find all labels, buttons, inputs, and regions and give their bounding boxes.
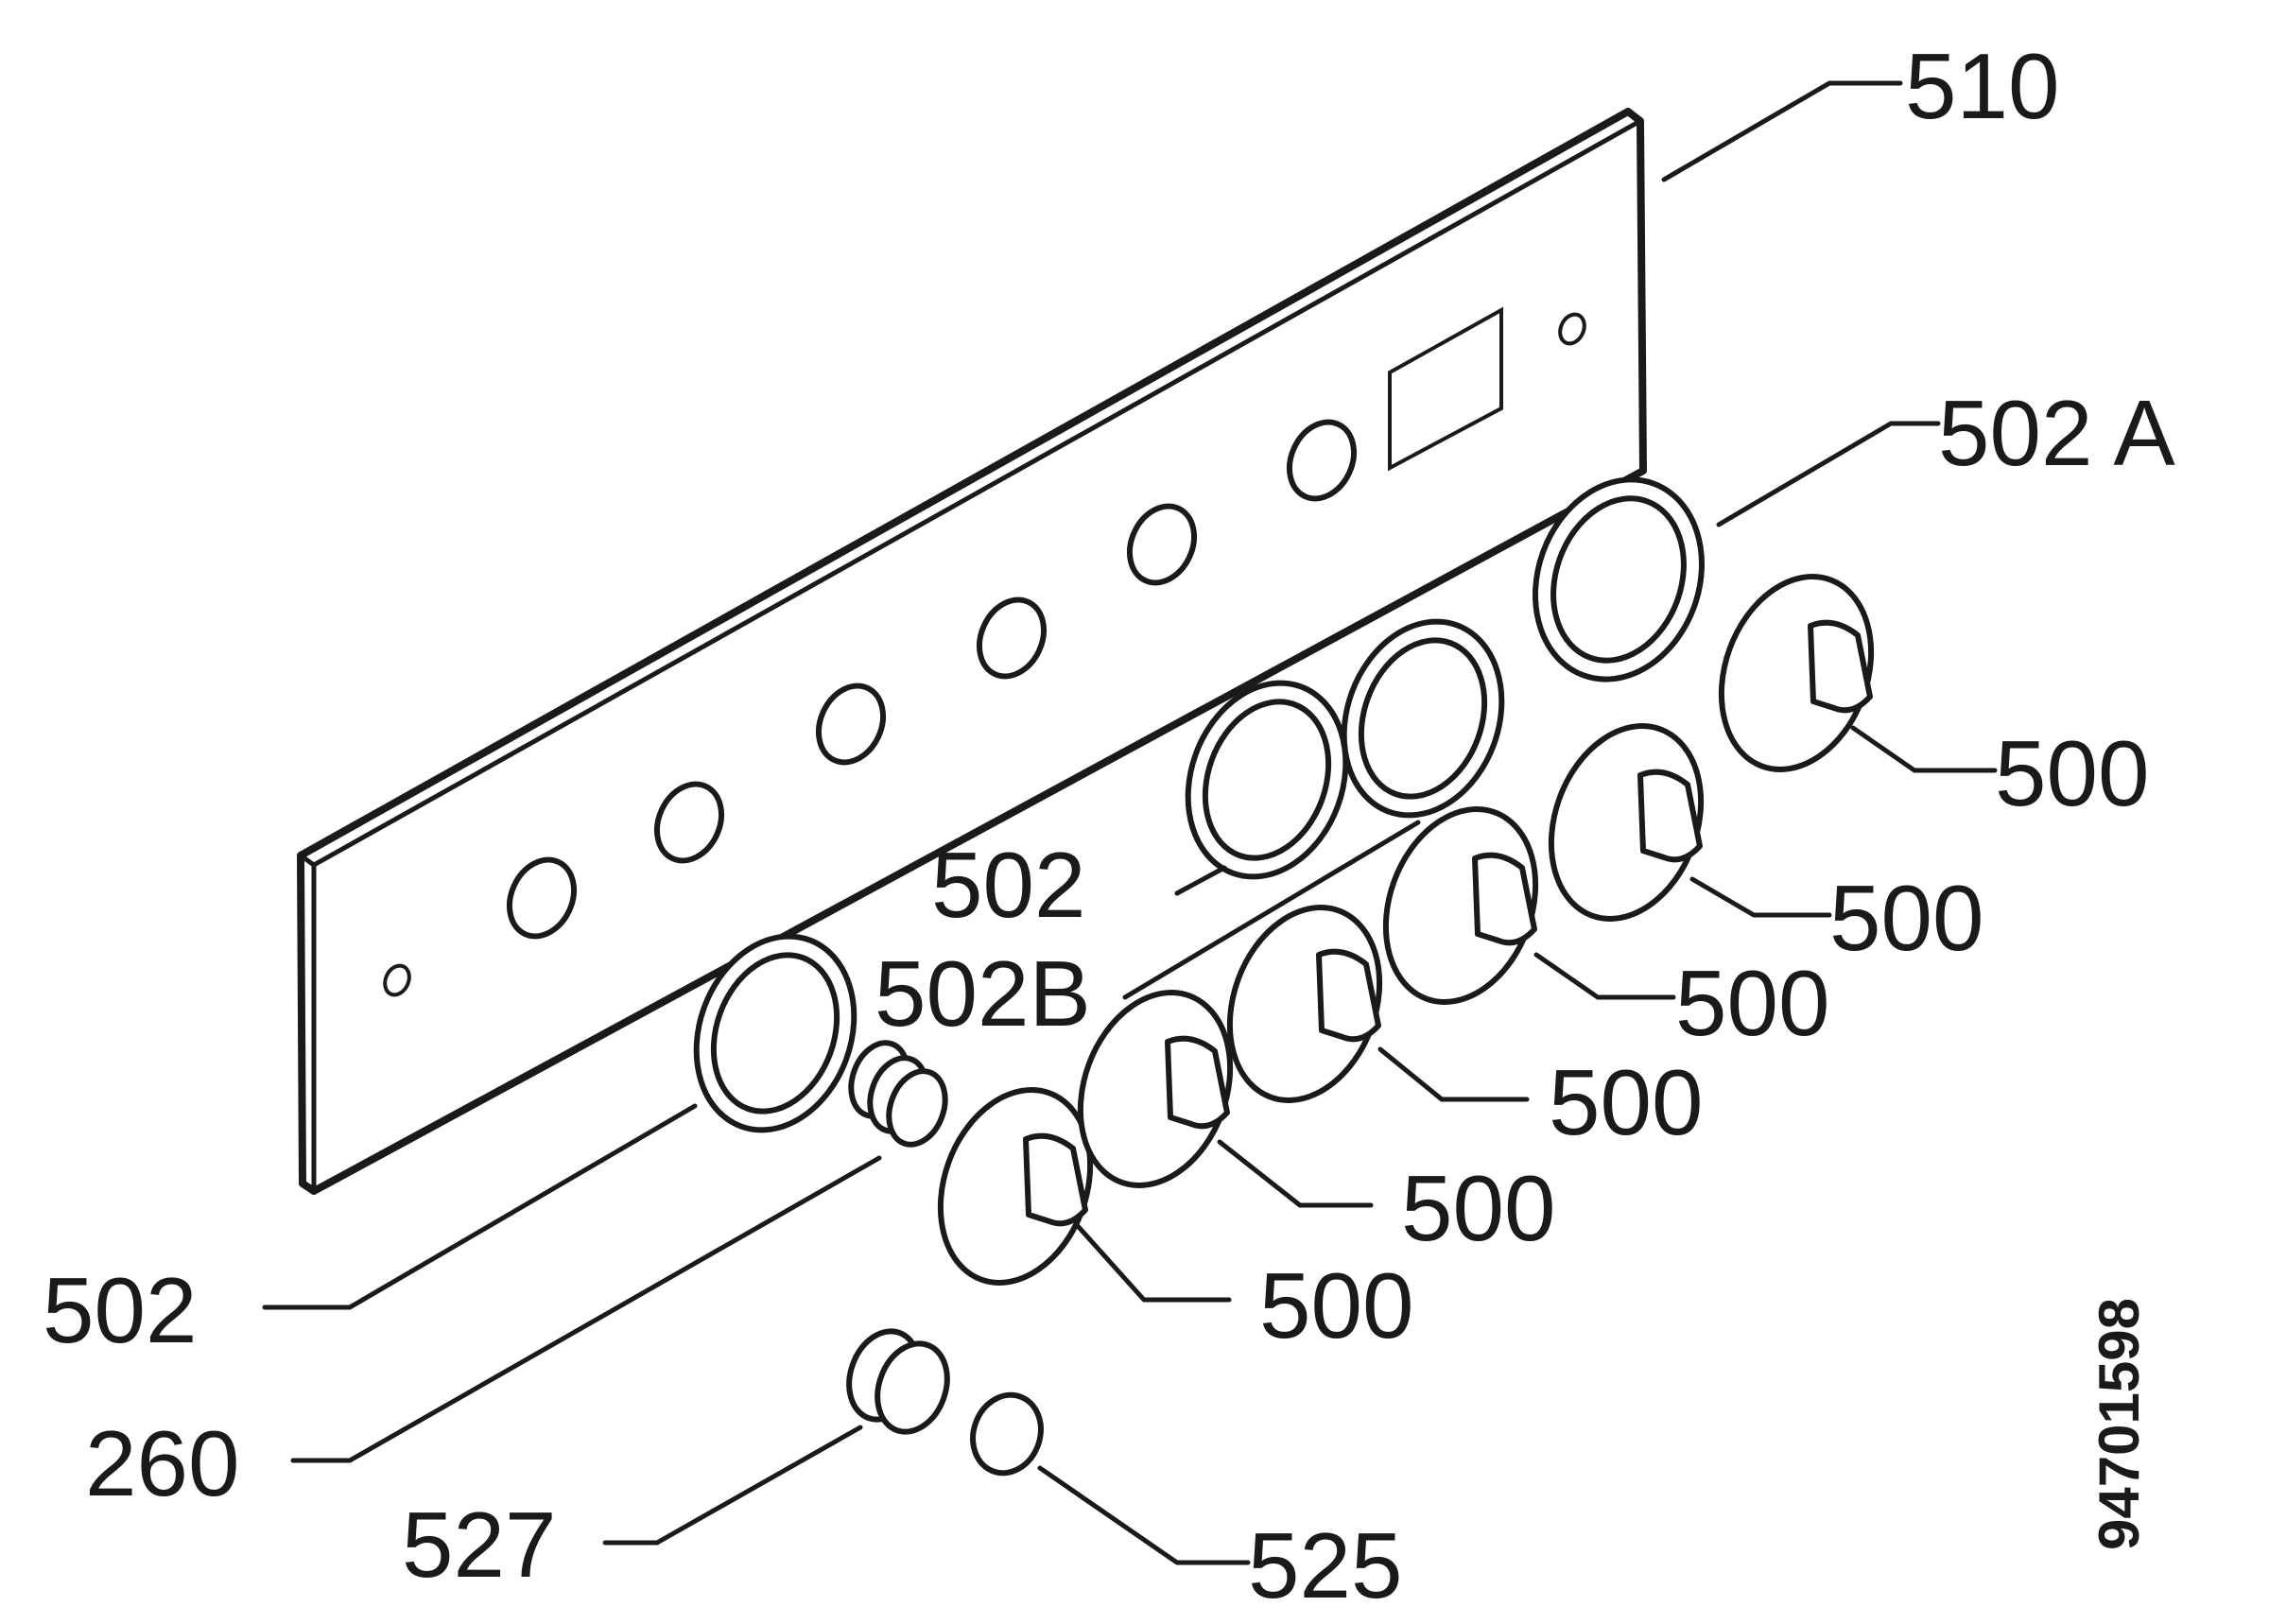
display-window [1388,306,1503,472]
screw-hole [383,963,411,997]
knob-hole [506,856,578,940]
label-502b: 502B [875,942,1091,1045]
label-527: 527 [402,1493,557,1597]
label-500-1: 500 [1995,721,2150,825]
drawing-number: 94701598 [2087,1298,2151,1550]
label-500-4: 500 [1549,1050,1704,1154]
cap-525 [970,1391,1044,1477]
knob-500 [1718,574,1875,772]
knob-hole [815,682,887,766]
bezel-ring-502a [1532,476,1706,682]
leader-lines [262,80,1998,1565]
bezel-ring-502-upper [1185,680,1349,880]
knob-500 [1548,723,1705,922]
knob-hole [1286,419,1358,502]
label-500-5: 500 [1401,1156,1556,1260]
knob-hole [1126,503,1198,586]
knob-500 [1382,806,1539,1005]
knob-hole [976,596,1048,680]
label-502-lower: 502 [43,1258,198,1362]
label-525: 525 [1248,1513,1403,1617]
knob-500 [1226,905,1383,1103]
label-502a: 502 A [1938,381,2175,485]
part-labels: 510 502 A 500 500 500 500 500 500 502 50… [43,34,2175,1617]
label-510: 510 [1905,34,2060,138]
label-502-upper: 502 [931,833,1086,937]
bezel-ring-502b [1341,618,1505,819]
label-500-3: 500 [1675,951,1830,1055]
bezel-rings [693,476,1706,1133]
label-500-2: 500 [1829,866,1984,970]
control-panel [297,108,1647,1195]
spring-260 [848,1040,948,1148]
bezel-ring-502-lower [693,933,857,1133]
control-knobs [937,574,1875,1286]
cap-527 [846,1328,950,1435]
label-500-6: 500 [1259,1253,1414,1357]
knob-hole [653,781,725,864]
knob-500 [937,1087,1094,1286]
knob-500 [1077,990,1234,1188]
label-260: 260 [85,1411,240,1515]
screw-hole [1558,312,1586,346]
